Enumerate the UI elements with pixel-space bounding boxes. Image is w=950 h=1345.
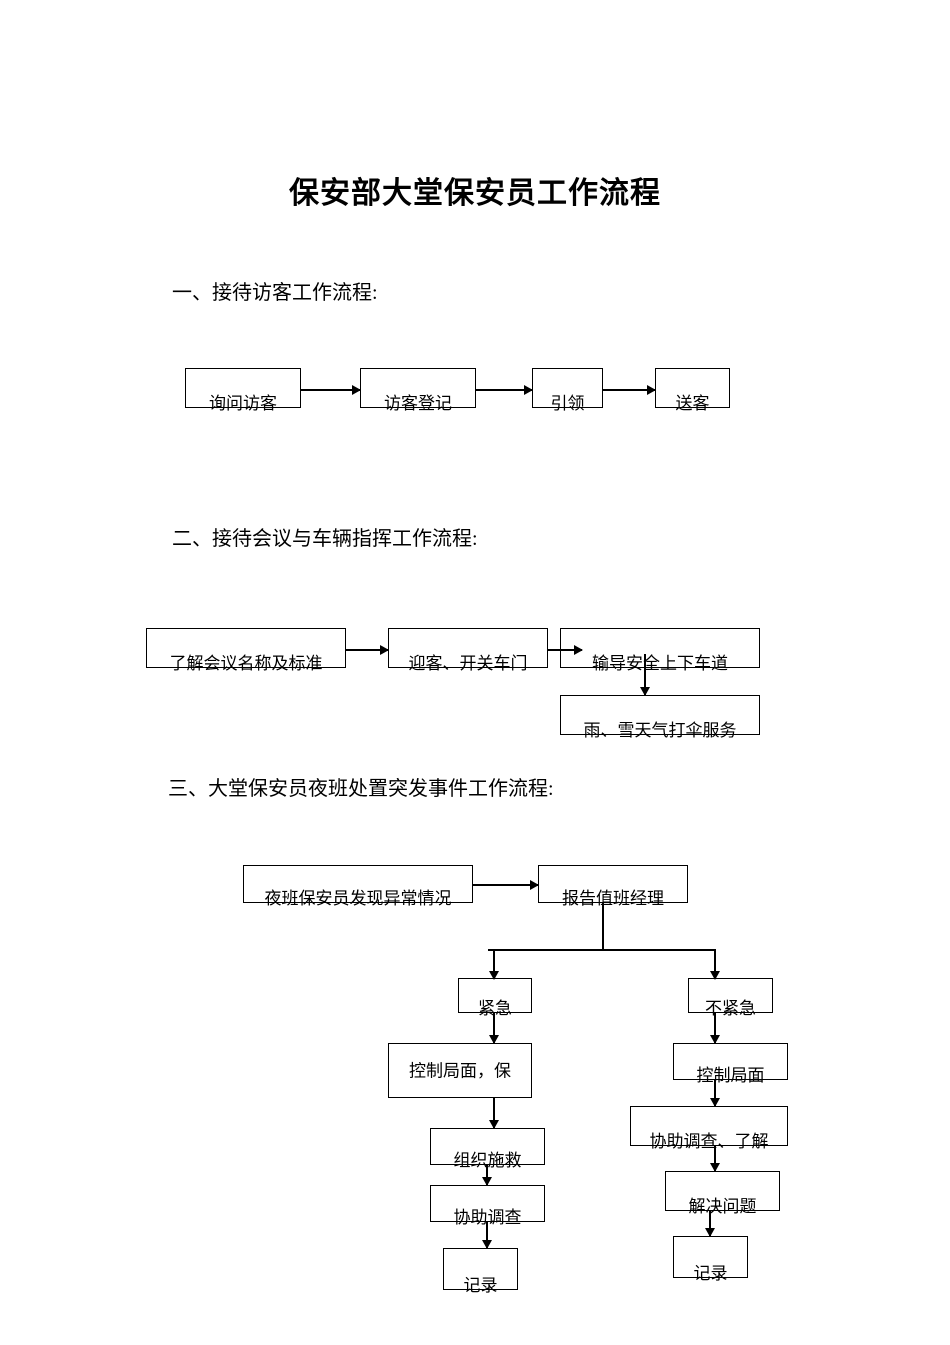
flow-node-greet-open-door: 迎客、开关车门 [388, 628, 548, 672]
arrow-control-to-rescue [493, 1098, 495, 1128]
arrow-urgent-to-control [493, 1013, 495, 1043]
flow-node-label: 控制局面 [696, 1066, 765, 1085]
section-heading-2: 二、接待会议与车辆指挥工作流程: [172, 528, 478, 550]
flow-node-guide: 引领 [532, 368, 603, 412]
flow-node-label: 协助调查、了解 [649, 1132, 769, 1151]
arrow-branch-to-not-urgent [714, 949, 716, 979]
flow-node-label: 报告值班经理 [562, 889, 664, 908]
flow-node-organize-rescue: 组织施救 [430, 1128, 545, 1169]
flow-node-label: 记录 [463, 1276, 498, 1295]
flow-node-label: 雨、雪天气打伞服务 [583, 721, 737, 740]
flow-node-meeting-info: 了解会议名称及标准 [146, 628, 346, 672]
arrow-register-to-guide [476, 389, 532, 391]
arrow-noturgent-to-control [714, 1013, 716, 1043]
flow-node-label: 夜班保安员发现异常情况 [264, 889, 452, 908]
arrow-inquire-to-register [301, 389, 360, 391]
flow-node-label: 访客登记 [384, 394, 452, 413]
flow-node-label: 输导安全上下车道 [592, 654, 728, 673]
section-heading-1: 一、接待访客工作流程: [172, 282, 378, 304]
flow-node-label: 解决问题 [688, 1197, 757, 1216]
flow-node-assist-investigation-understand: 协助调查、了解 [630, 1106, 788, 1150]
flow-node-night-guard-finds-anomaly: 夜班保安员发现异常情况 [243, 865, 473, 907]
flow-node-resolve-problem: 解决问题 [665, 1171, 780, 1215]
arrow-greet-to-guide-lane [548, 649, 582, 651]
flow-node-label: 引领 [550, 394, 585, 413]
flow-node-record-urgent: 记录 [443, 1248, 518, 1294]
flow-node-record-not-urgent: 记录 [673, 1236, 748, 1282]
page-title: 保安部大堂保安员工作流程 [289, 177, 661, 210]
arrow-resolve-to-record [709, 1211, 711, 1236]
branch-bus-line [488, 949, 716, 951]
branch-stem-line [602, 903, 604, 951]
flow-node-report-duty-manager: 报告值班经理 [538, 865, 688, 907]
flow-node-guide-vehicle-lane: 输导安全上下车道 [560, 628, 760, 672]
flow-node-label: 组织施救 [453, 1151, 522, 1170]
arrow-control-to-investigate [714, 1080, 716, 1106]
arrow-anomaly-to-report [473, 884, 538, 886]
arrow-lane-to-umbrella [644, 654, 646, 695]
arrow-investigate-to-record [486, 1222, 488, 1248]
flow-node-not-urgent: 不紧急 [688, 978, 773, 1017]
flow-node-label: 迎客、开关车门 [408, 654, 528, 673]
flow-node-label: 紧急 [478, 999, 512, 1018]
flow-node-label: 协助调查 [453, 1208, 522, 1227]
flow-node-label: 记录 [693, 1264, 728, 1283]
flow-node-label: 控制局面，保 [409, 1061, 511, 1080]
arrow-investigate-to-resolve [714, 1146, 716, 1171]
flow-node-umbrella-service: 雨、雪天气打伞服务 [560, 695, 760, 739]
flow-node-visitor-registration: 访客登记 [360, 368, 476, 412]
flow-node-see-off: 送客 [655, 368, 730, 412]
arrow-meeting-to-greet [346, 649, 388, 651]
flow-node-assist-investigation: 协助调查 [430, 1185, 545, 1226]
arrow-branch-to-urgent [493, 949, 495, 979]
flow-node-label: 送客 [675, 394, 710, 413]
flow-node-inquire-visitor: 询问访客 [185, 368, 301, 412]
flow-node-label: 不紧急 [705, 999, 756, 1018]
flow-node-control-situation-protect: 控制局面，保 [388, 1043, 532, 1098]
flow-node-urgent: 紧急 [458, 978, 532, 1017]
section-heading-3: 三、大堂保安员夜班处置突发事件工作流程: [168, 778, 554, 800]
arrow-rescue-to-investigate [486, 1165, 488, 1185]
flow-node-control-situation: 控制局面 [673, 1043, 788, 1084]
flow-node-label: 了解会议名称及标准 [169, 654, 323, 673]
arrow-guide-to-seeoff [603, 389, 655, 391]
flow-node-label: 询问访客 [209, 394, 277, 413]
